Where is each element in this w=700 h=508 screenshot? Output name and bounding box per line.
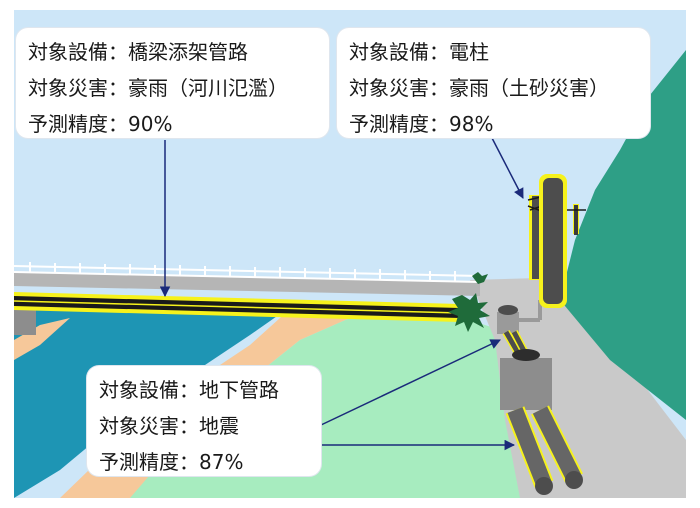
utility-pole-main <box>539 174 567 308</box>
pole-accuracy-label: 予測精度：98% <box>349 112 494 136</box>
callout-underground-pipe: 対象設備：地下管路 対象災害：地震 予測精度：87% <box>87 366 321 476</box>
pole-disaster-label: 対象災害：豪雨（土砂災害） <box>349 76 609 100</box>
bridge-pier <box>14 305 36 335</box>
bridge-disaster-label: 対象災害：豪雨（河川氾濫） <box>28 76 288 100</box>
pole-facility-label: 対象設備：電柱 <box>349 40 489 64</box>
river <box>14 300 300 498</box>
bridge-accuracy-label: 予測精度：90% <box>28 112 173 136</box>
bridge-pipe-stripe <box>13 300 461 314</box>
utility-pole-small <box>566 204 586 235</box>
bridge-facility-label: 対象設備：橋梁添架管路 <box>28 40 248 64</box>
bridge-railing <box>13 262 481 283</box>
underground-pipes-lower <box>505 405 583 495</box>
pole-leader-arrow <box>491 137 524 199</box>
underground-facility-label: 対象設備：地下管路 <box>99 378 279 402</box>
underground-disaster-label: 対象災害：地震 <box>99 414 239 438</box>
sand-bank-left <box>14 318 70 360</box>
manhole-near <box>497 300 542 334</box>
damage-burst <box>448 293 490 332</box>
callout-bridge-pipe: 対象設備：橋梁添架管路 対象災害：豪雨（河川氾濫） 予測精度：90% <box>16 28 329 138</box>
underground-leader-arrow-1 <box>320 339 501 426</box>
small-shrub <box>472 272 488 284</box>
bridge-deck <box>14 272 480 296</box>
mountain <box>560 50 686 420</box>
callout-utility-pole: 対象設備：電柱 対象災害：豪雨（土砂災害） 予測精度：98% <box>337 28 650 138</box>
manhole-far <box>500 349 552 410</box>
underground-accuracy-label: 予測精度：87% <box>99 450 244 474</box>
